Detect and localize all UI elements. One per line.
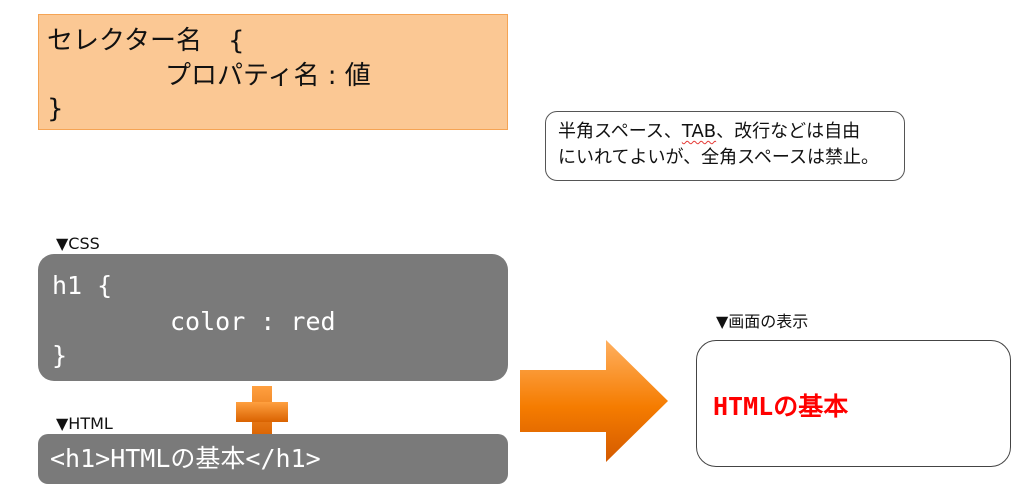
plus-icon <box>236 386 288 438</box>
display-preview-box: HTMLの基本 <box>696 340 1011 467</box>
syntax-selector-line: セレクター名 { <box>47 26 245 56</box>
html-code-line: <h1>HTMLの基本</h1> <box>50 444 321 473</box>
note-line-2: にいれてよいが、全角スペースは禁止。 <box>558 147 879 168</box>
html-code-box: <h1>HTMLの基本</h1> <box>38 434 508 484</box>
css-property-line: color : red <box>170 307 336 336</box>
css-code-box: h1 { color : red } <box>38 254 508 381</box>
note-tab-word: TAB <box>681 121 717 142</box>
arrow-right-icon <box>520 340 668 462</box>
css-selector-line: h1 { <box>52 271 113 300</box>
css-section-label: ▼CSS <box>56 234 100 253</box>
note-line-1-prefix: 半角スペース、 <box>558 121 682 142</box>
syntax-property-line: プロパティ名 : 値 <box>165 61 371 91</box>
display-section-label: ▼画面の表示 <box>716 312 809 331</box>
whitespace-note: 半角スペース、TAB、改行などは自由 にいれてよいが、全角スペースは禁止。 <box>545 111 905 181</box>
display-heading-text: HTMLの基本 <box>713 392 849 421</box>
css-closing-brace: } <box>52 341 68 370</box>
syntax-closing-brace: } <box>47 94 64 124</box>
note-line-1: 半角スペース、TAB、改行などは自由 <box>558 119 892 145</box>
note-line-1-suffix: 、改行などは自由 <box>716 121 861 142</box>
html-section-label: ▼HTML <box>56 414 113 433</box>
syntax-template-box: セレクター名 { プロパティ名 : 値 } <box>38 14 508 130</box>
